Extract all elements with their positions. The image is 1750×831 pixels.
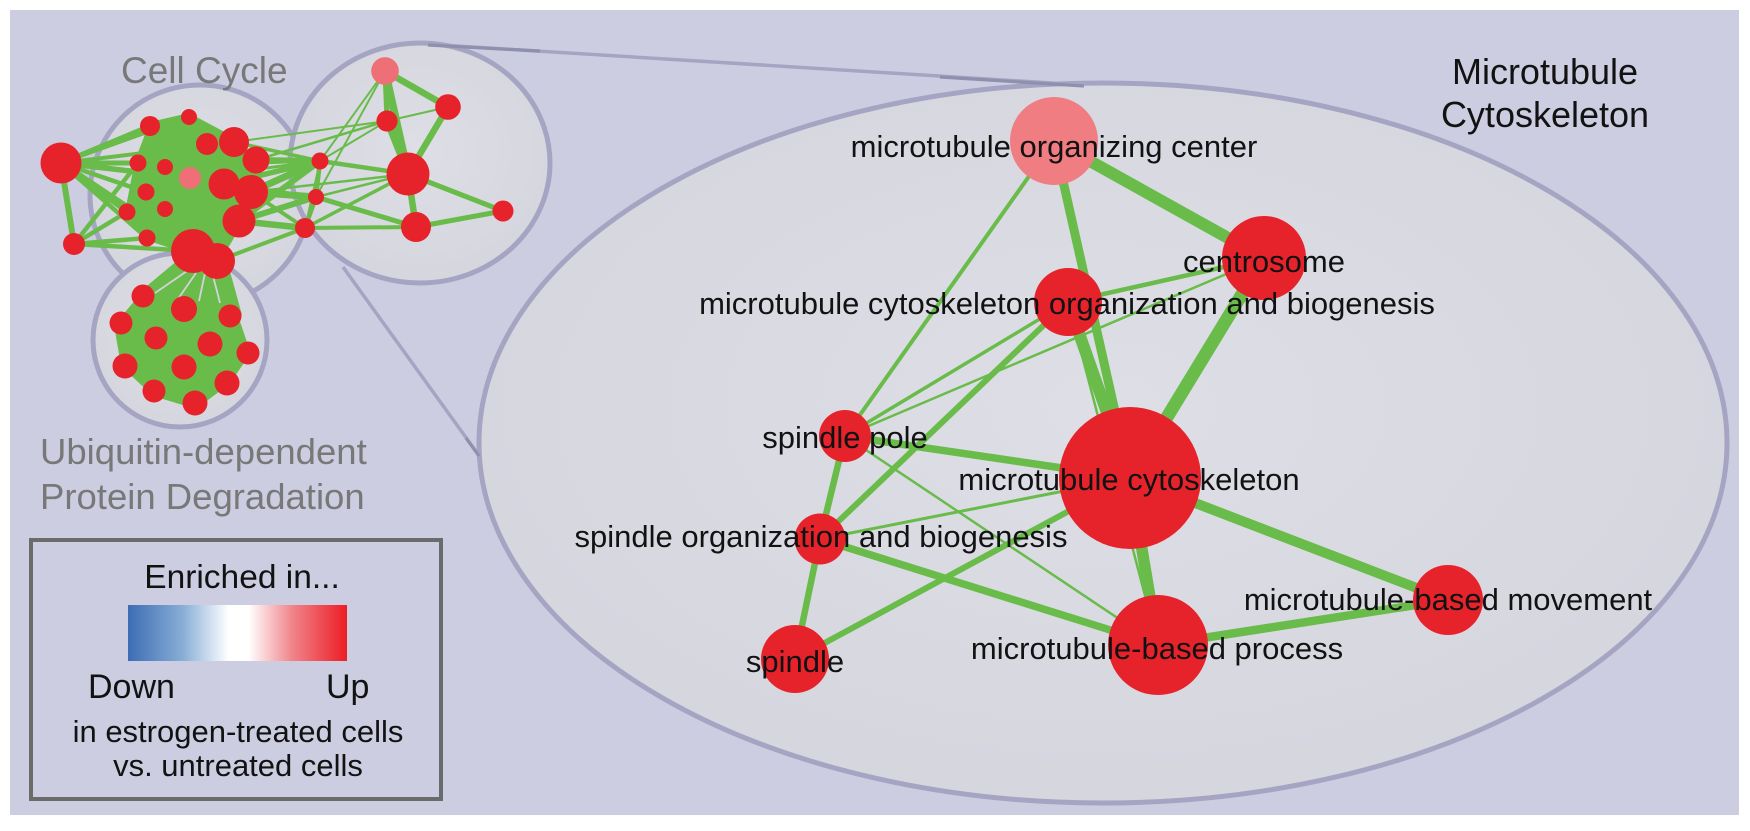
- svg-text:Protein Degradation: Protein Degradation: [40, 476, 365, 517]
- svg-text:spindle organization and bioge: spindle organization and biogenesis: [575, 519, 1068, 554]
- svg-text:spindle pole: spindle pole: [762, 420, 927, 455]
- svg-text:microtubule-based process: microtubule-based process: [971, 631, 1343, 666]
- svg-text:Ubiquitin-dependent: Ubiquitin-dependent: [40, 431, 367, 472]
- svg-text:Down: Down: [88, 668, 175, 706]
- svg-text:in estrogen-treated cells: in estrogen-treated cells: [73, 714, 404, 749]
- svg-text:Cytoskeleton: Cytoskeleton: [1441, 94, 1649, 135]
- svg-text:microtubule cytoskeleton: microtubule cytoskeleton: [958, 462, 1299, 497]
- svg-text:centrosome: centrosome: [1183, 244, 1345, 279]
- svg-text:spindle: spindle: [746, 644, 844, 679]
- svg-text:Enriched in...: Enriched in...: [144, 559, 340, 596]
- svg-text:Cell Cycle: Cell Cycle: [121, 50, 288, 91]
- svg-text:Microtubule: Microtubule: [1452, 51, 1638, 92]
- svg-text:Up: Up: [326, 668, 369, 706]
- svg-text:microtubule cytoskeleton organ: microtubule cytoskeleton organization an…: [699, 286, 1435, 321]
- svg-text:microtubule organizing center: microtubule organizing center: [851, 129, 1258, 164]
- svg-text:microtubule-based movement: microtubule-based movement: [1244, 582, 1653, 617]
- svg-text:vs. untreated cells: vs. untreated cells: [113, 748, 363, 783]
